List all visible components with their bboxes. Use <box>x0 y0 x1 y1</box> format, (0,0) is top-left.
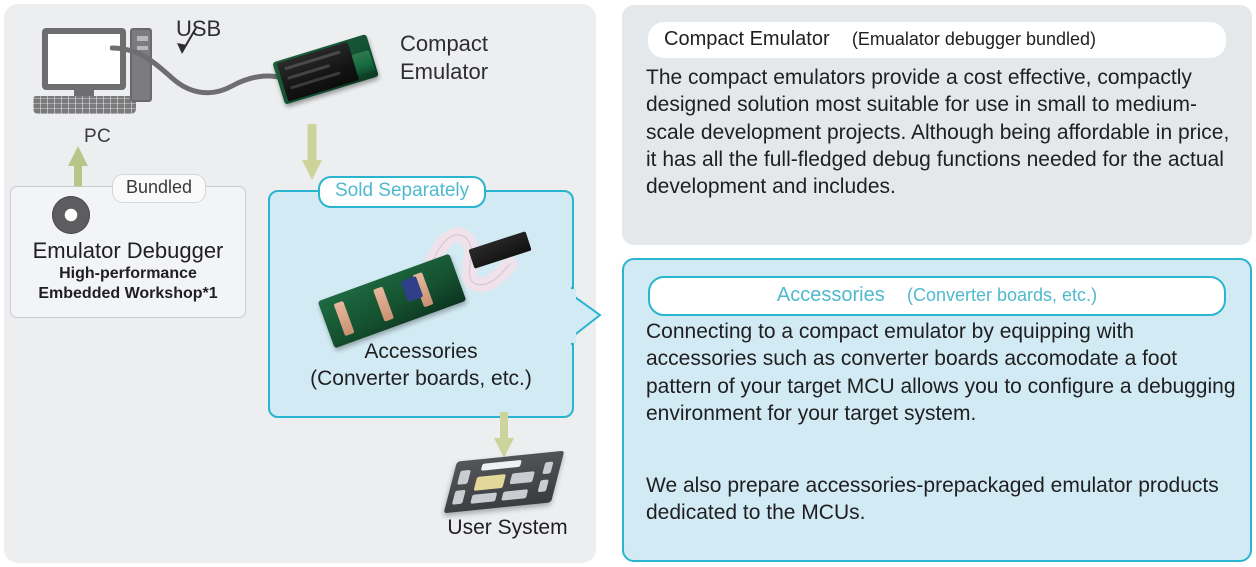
arrow-emulator-to-accessories <box>302 124 322 180</box>
emulator-debugger-sub-line1: High-performance <box>59 265 197 282</box>
compact-emulator-panel-body: The compact emulators provide a cost eff… <box>646 66 1230 199</box>
usb-leader-icon <box>177 27 197 54</box>
compact-emulator-label-line2: Emulator <box>400 59 489 85</box>
arrow-accessories-to-user-system <box>494 412 514 458</box>
accessories-panel-subtitle: (Converter boards, etc.) <box>906 285 1098 305</box>
accessories-caption-line2: (Converter boards, etc.) <box>310 367 532 391</box>
compact-emulator-label: Compact Emulator <box>400 30 488 86</box>
monitor-icon <box>42 28 126 90</box>
usb-cable-icon <box>110 45 285 96</box>
pc-label: PC <box>84 126 111 147</box>
user-system-label: User System <box>447 516 568 539</box>
monitor-stand-icon <box>74 90 94 97</box>
accessories-caption-line1: Accessories <box>364 340 478 363</box>
compact-emulator-panel-title: Compact Emulator <box>664 28 830 50</box>
accessories-caption: Accessories (Converter boards, etc.) <box>268 338 574 393</box>
tower-icon <box>130 28 152 102</box>
cd-disc-icon <box>52 196 90 234</box>
emulator-debugger-sub-line2: Embedded Workshop*1 <box>38 285 218 303</box>
accessories-panel-body-p1: Connecting to a compact emulator by equi… <box>646 320 1236 425</box>
emulator-debugger-title: Emulator Debugger <box>32 238 224 263</box>
accessories-panel-header: Accessories (Converter boards, etc.) <box>648 276 1226 316</box>
arrow-debugger-to-pc <box>68 146 88 190</box>
user-system-icon <box>443 448 565 514</box>
keyboard-icon <box>33 96 136 114</box>
compact-emulator-panel-subtitle: (Emualator debugger bundled) <box>851 29 1097 49</box>
compact-emulator-panel-header: Compact Emulator (Emualator debugger bun… <box>648 22 1226 58</box>
callout-pointer-icon <box>570 287 602 345</box>
compact-emulator-label-line1: Compact <box>400 31 489 56</box>
accessories-panel-body-p2: We also prepare accessories-prepackaged … <box>646 474 1219 525</box>
accessories-panel-title: Accessories <box>776 284 885 306</box>
bundled-badge: Bundled <box>112 174 207 203</box>
emulator-debugger-box <box>10 186 246 318</box>
emulator-debugger-subtitle: High-performance Embedded Workshop*1 <box>10 264 246 305</box>
converter-board-icon <box>317 222 532 349</box>
sold-separately-badge: Sold Separately <box>318 176 487 208</box>
pc-icon <box>30 24 165 129</box>
usb-label: USB <box>176 16 222 41</box>
